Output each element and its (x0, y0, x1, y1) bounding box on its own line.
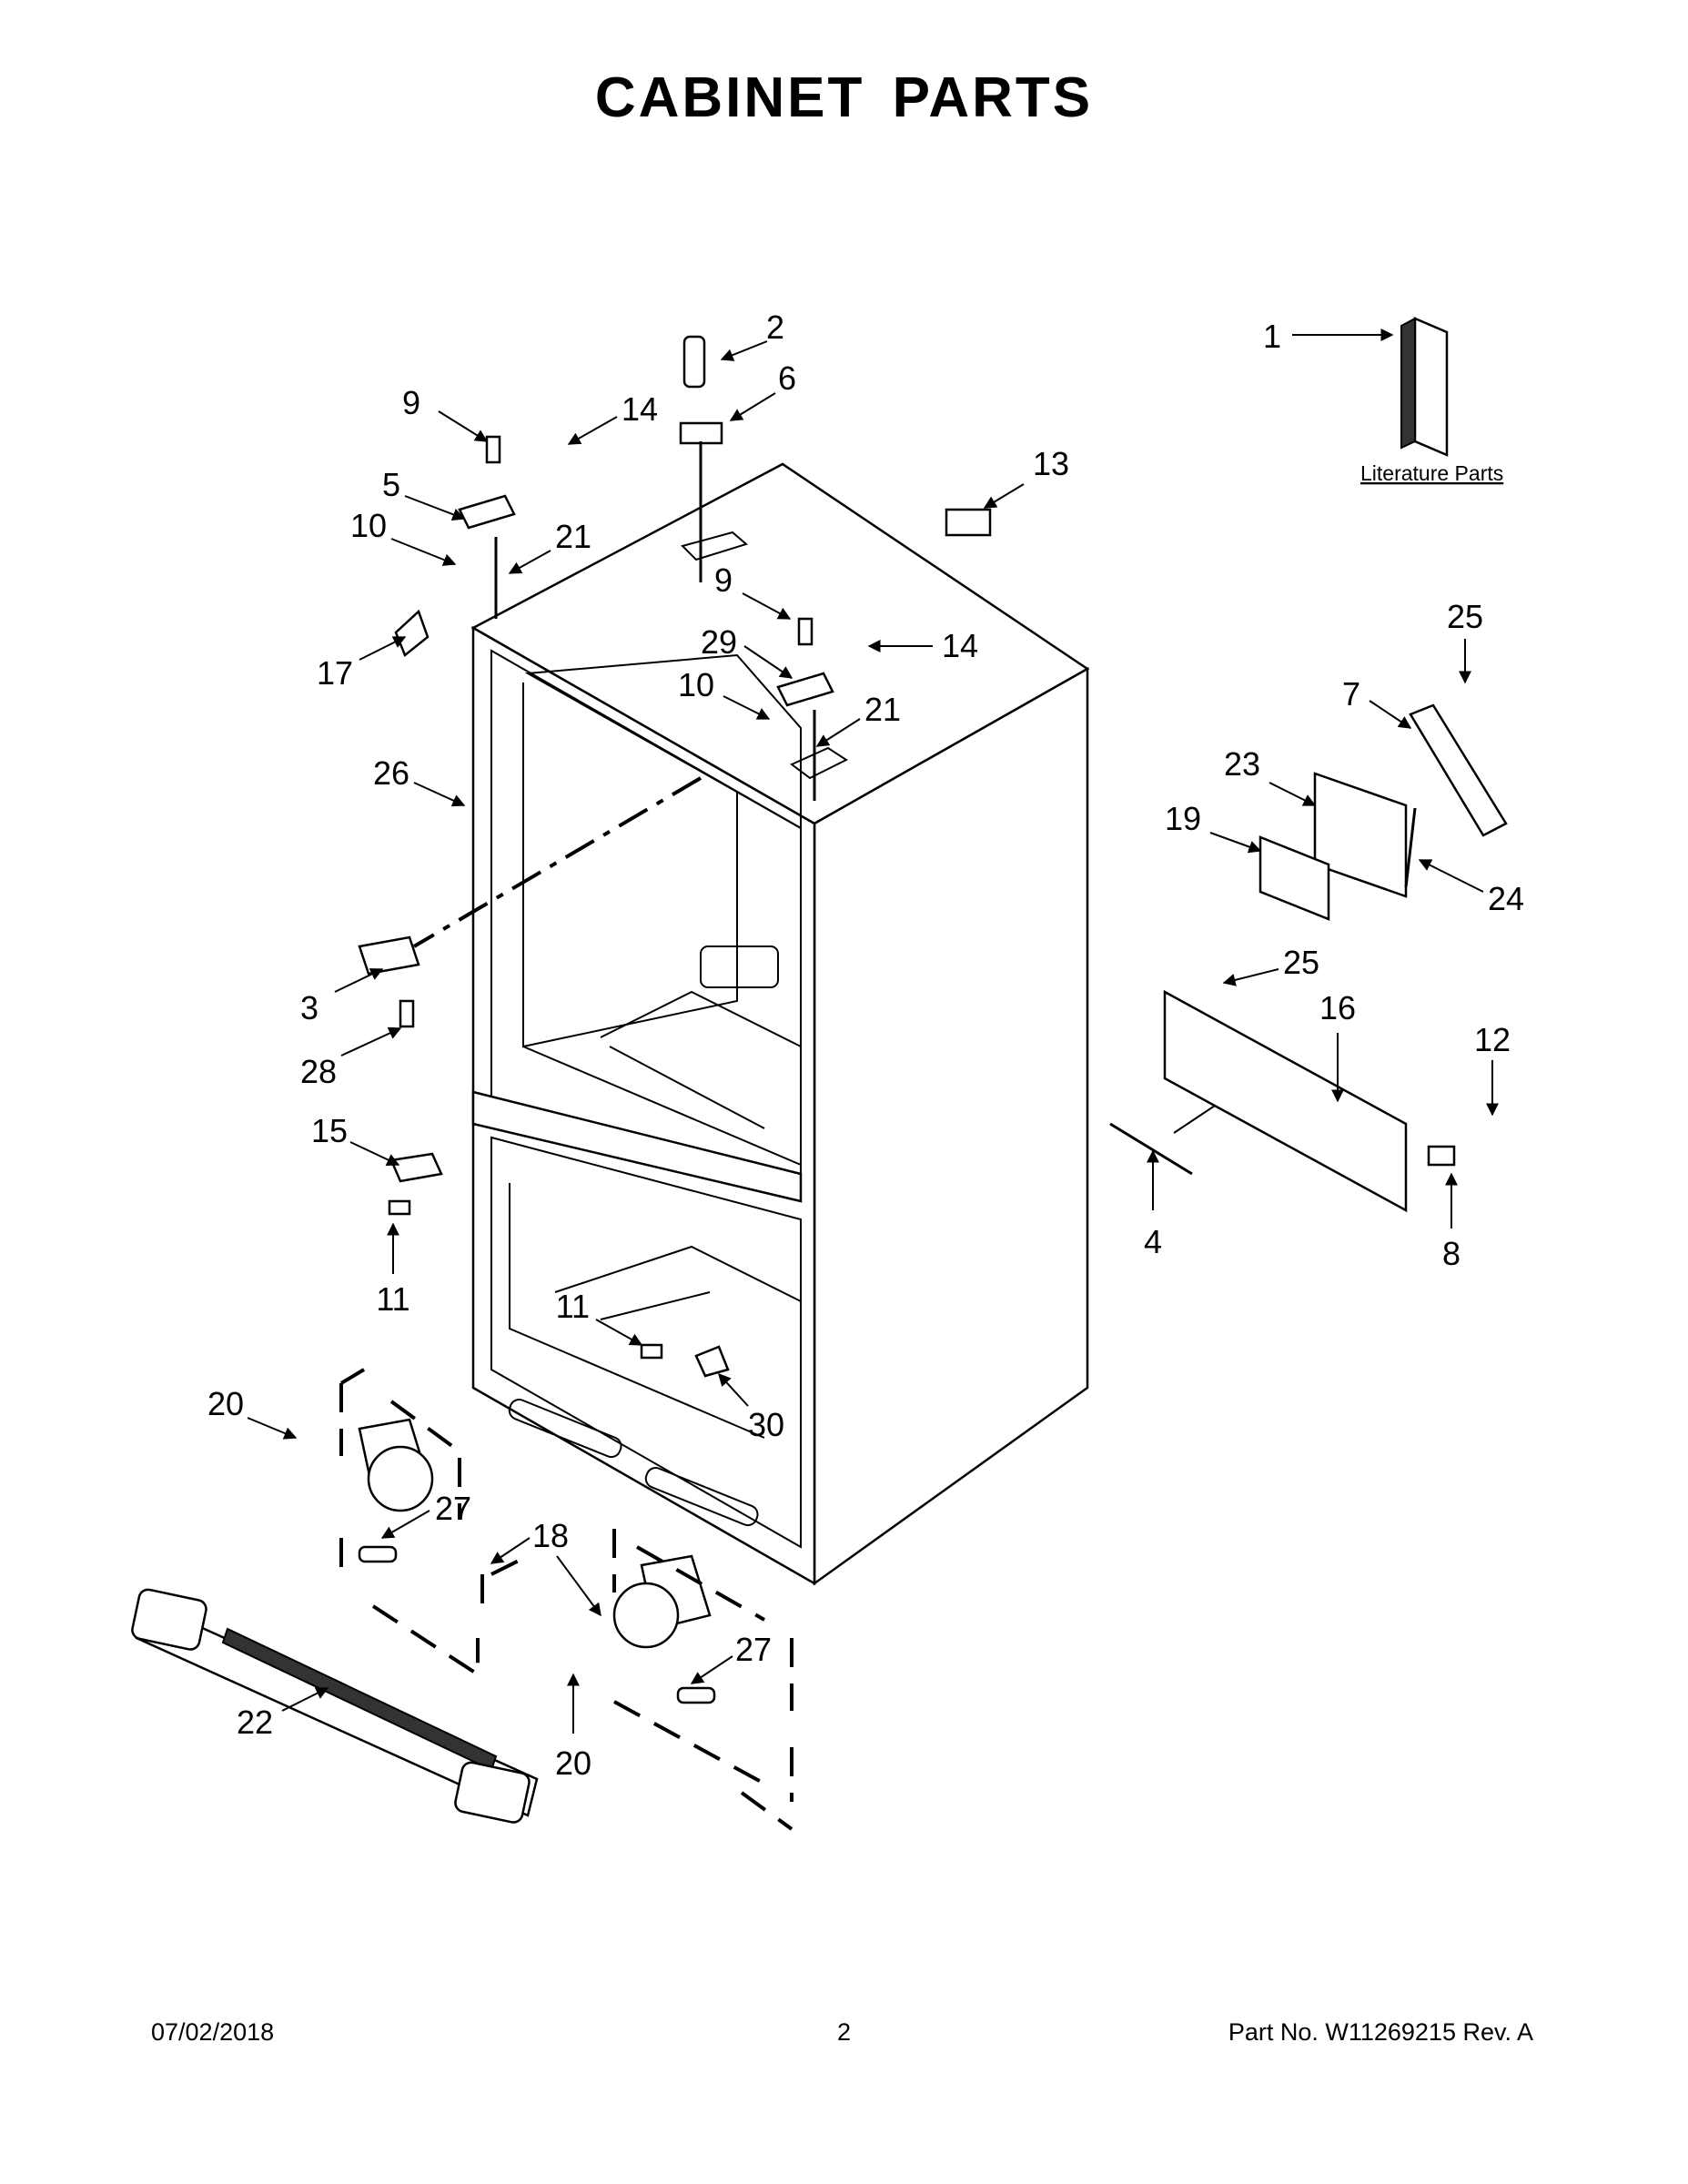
hinge-bottom-3 (358, 935, 420, 1028)
callout-18: 18 (532, 1517, 569, 1554)
callout-28: 28 (300, 1053, 337, 1090)
callout-23: 23 (1224, 745, 1260, 783)
callout-16: 16 (1319, 989, 1356, 1026)
callout-13: 13 (1033, 445, 1069, 482)
footer-page-number: 2 (836, 2018, 852, 2046)
roller-assembly-right (612, 1554, 716, 1704)
callout-14a: 14 (622, 390, 658, 428)
callout-1: 1 (1263, 318, 1281, 355)
callout-4: 4 (1144, 1223, 1162, 1260)
page-title: CABINET PARTS (594, 66, 1094, 129)
callout-10a: 10 (350, 507, 387, 544)
literature-parts-label: Literature Parts (1360, 461, 1503, 485)
clip-8 (1427, 1145, 1456, 1167)
gasket-24 (1404, 807, 1417, 888)
footer-date: 07/02/2018 (151, 2018, 275, 2046)
leader-lines (247, 329, 1499, 1734)
callout-26: 26 (373, 754, 409, 792)
hinge-top-left (458, 435, 516, 530)
plate-23 (1313, 772, 1408, 898)
callout-25a: 25 (1447, 598, 1483, 635)
callout-21a: 21 (555, 518, 591, 555)
callout-21b: 21 (864, 691, 901, 728)
hinge-top-center (776, 617, 834, 707)
callout-29: 29 (701, 623, 737, 661)
callout-12: 12 (1474, 1021, 1511, 1058)
callout-8: 8 (1442, 1235, 1461, 1272)
callout-14b: 14 (942, 627, 978, 664)
callout-2: 2 (766, 308, 784, 346)
callout-11b: 11 (556, 1288, 590, 1325)
callout-27a: 27 (435, 1490, 471, 1527)
callout-7: 7 (1342, 675, 1360, 713)
callout-20b: 20 (555, 1744, 591, 1782)
refrigerator-cabinet (470, 462, 1090, 1586)
callout-10b: 10 (678, 666, 714, 703)
callout-24: 24 (1488, 880, 1524, 917)
callout-15: 15 (311, 1112, 348, 1149)
bracket-15 (388, 1152, 443, 1216)
callout-3: 3 (300, 989, 318, 1026)
callout-27b: 27 (735, 1631, 772, 1668)
access-cover-7 (1409, 703, 1508, 837)
callout-19: 19 (1165, 800, 1201, 837)
callout-6: 6 (778, 359, 796, 397)
footer-part-number: Part No. W11269215 Rev. A (1228, 2018, 1533, 2046)
clip-part-13 (945, 508, 992, 537)
callout-30: 30 (748, 1406, 784, 1443)
hinge-pin (679, 335, 723, 445)
callout-17: 17 (317, 654, 353, 692)
base-grille-22 (131, 1588, 539, 1824)
roller-assembly-left (358, 1418, 434, 1563)
seal-strip-4 (1109, 1122, 1193, 1176)
bracket-30 (640, 1343, 730, 1378)
callout-25b: 25 (1283, 944, 1319, 981)
callout-11a: 11 (376, 1280, 409, 1318)
plate-19 (1258, 835, 1330, 921)
machine-compartment-cover-16 (1163, 989, 1408, 1213)
door-stop-17 (394, 609, 430, 658)
callout-5: 5 (382, 466, 400, 503)
callout-9a: 9 (402, 384, 420, 421)
callout-22: 22 (237, 1704, 273, 1741)
callout-9b: 9 (714, 561, 733, 599)
callout-labels: 1 2 3 4 5 6 7 8 9 9 10 10 11 11 12 13 14… (207, 308, 1524, 1782)
literature-booklet (1400, 317, 1449, 457)
callout-20a: 20 (207, 1385, 244, 1422)
